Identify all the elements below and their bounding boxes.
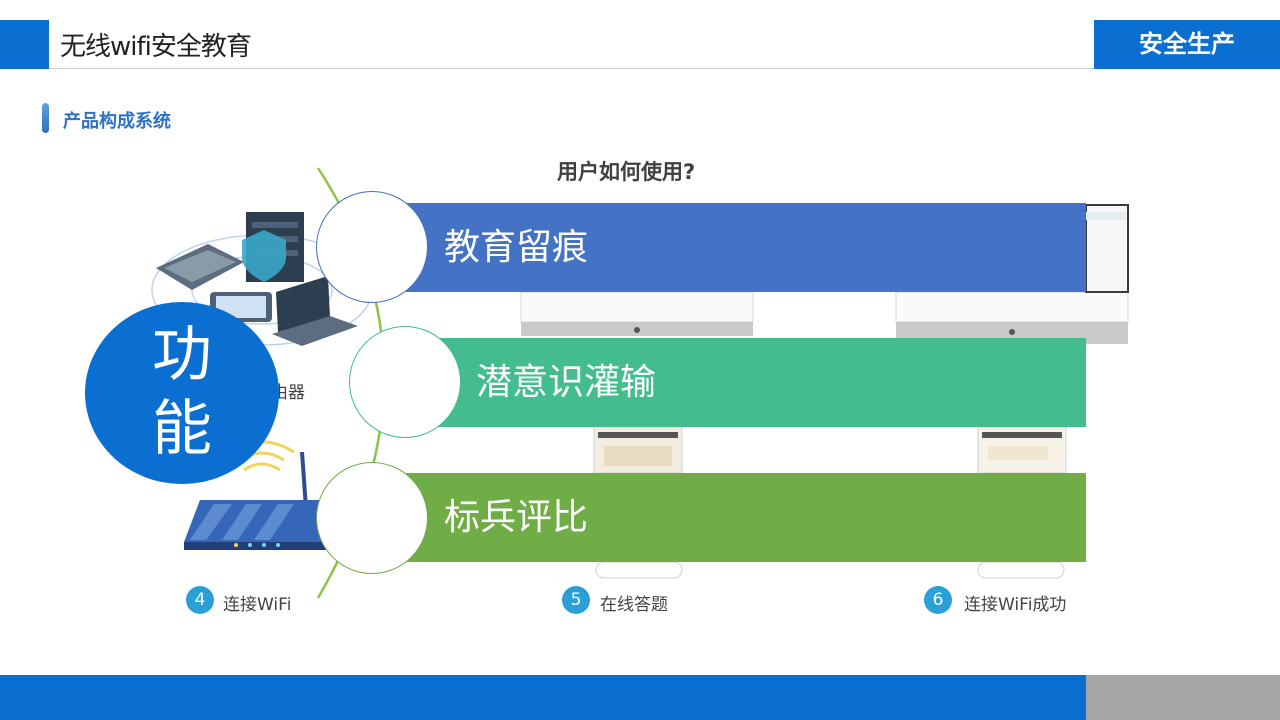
phone-icon (593, 426, 683, 579)
step-label: 连接WiFi成功 (964, 595, 1067, 615)
step-label: 连接WiFi (223, 595, 292, 615)
step-number-badge: 4 (186, 586, 214, 614)
function-badge-text: 功 能 (85, 318, 279, 466)
header-accent-bar (0, 20, 49, 69)
feature-ring (349, 326, 461, 438)
phone-icon (977, 426, 1067, 579)
feature-band-model-appraisal: 标兵评比 (406, 473, 1086, 562)
feature-band-education-record: 教育留痕 (406, 203, 1086, 292)
function-badge-line2: 能 (152, 394, 212, 464)
function-badge-line1: 功 (152, 320, 212, 390)
feature-ring (316, 191, 428, 303)
feature-band-subconscious: 潜意识灌输 (438, 338, 1086, 427)
section-marker (42, 103, 49, 133)
desktop-monitor-icon (520, 291, 754, 336)
page-title: 无线wifi安全教育 (60, 32, 252, 62)
network-devices-icon (151, 212, 373, 346)
router-label: 由器 (271, 383, 305, 403)
footer-bar (0, 675, 1086, 720)
footer-bar-gray (1086, 675, 1280, 720)
function-badge (85, 302, 279, 484)
step-number-badge: 5 (562, 586, 590, 614)
header-divider (49, 68, 1094, 69)
step-number-badge: 6 (924, 586, 952, 614)
step-label: 在线答题 (600, 595, 668, 615)
feature-ring (316, 462, 428, 574)
category-badge: 安全生产 (1094, 20, 1280, 69)
wifi-router-icon (184, 440, 328, 550)
usage-heading: 用户如何使用? (557, 160, 696, 184)
section-title: 产品构成系统 (63, 111, 171, 132)
